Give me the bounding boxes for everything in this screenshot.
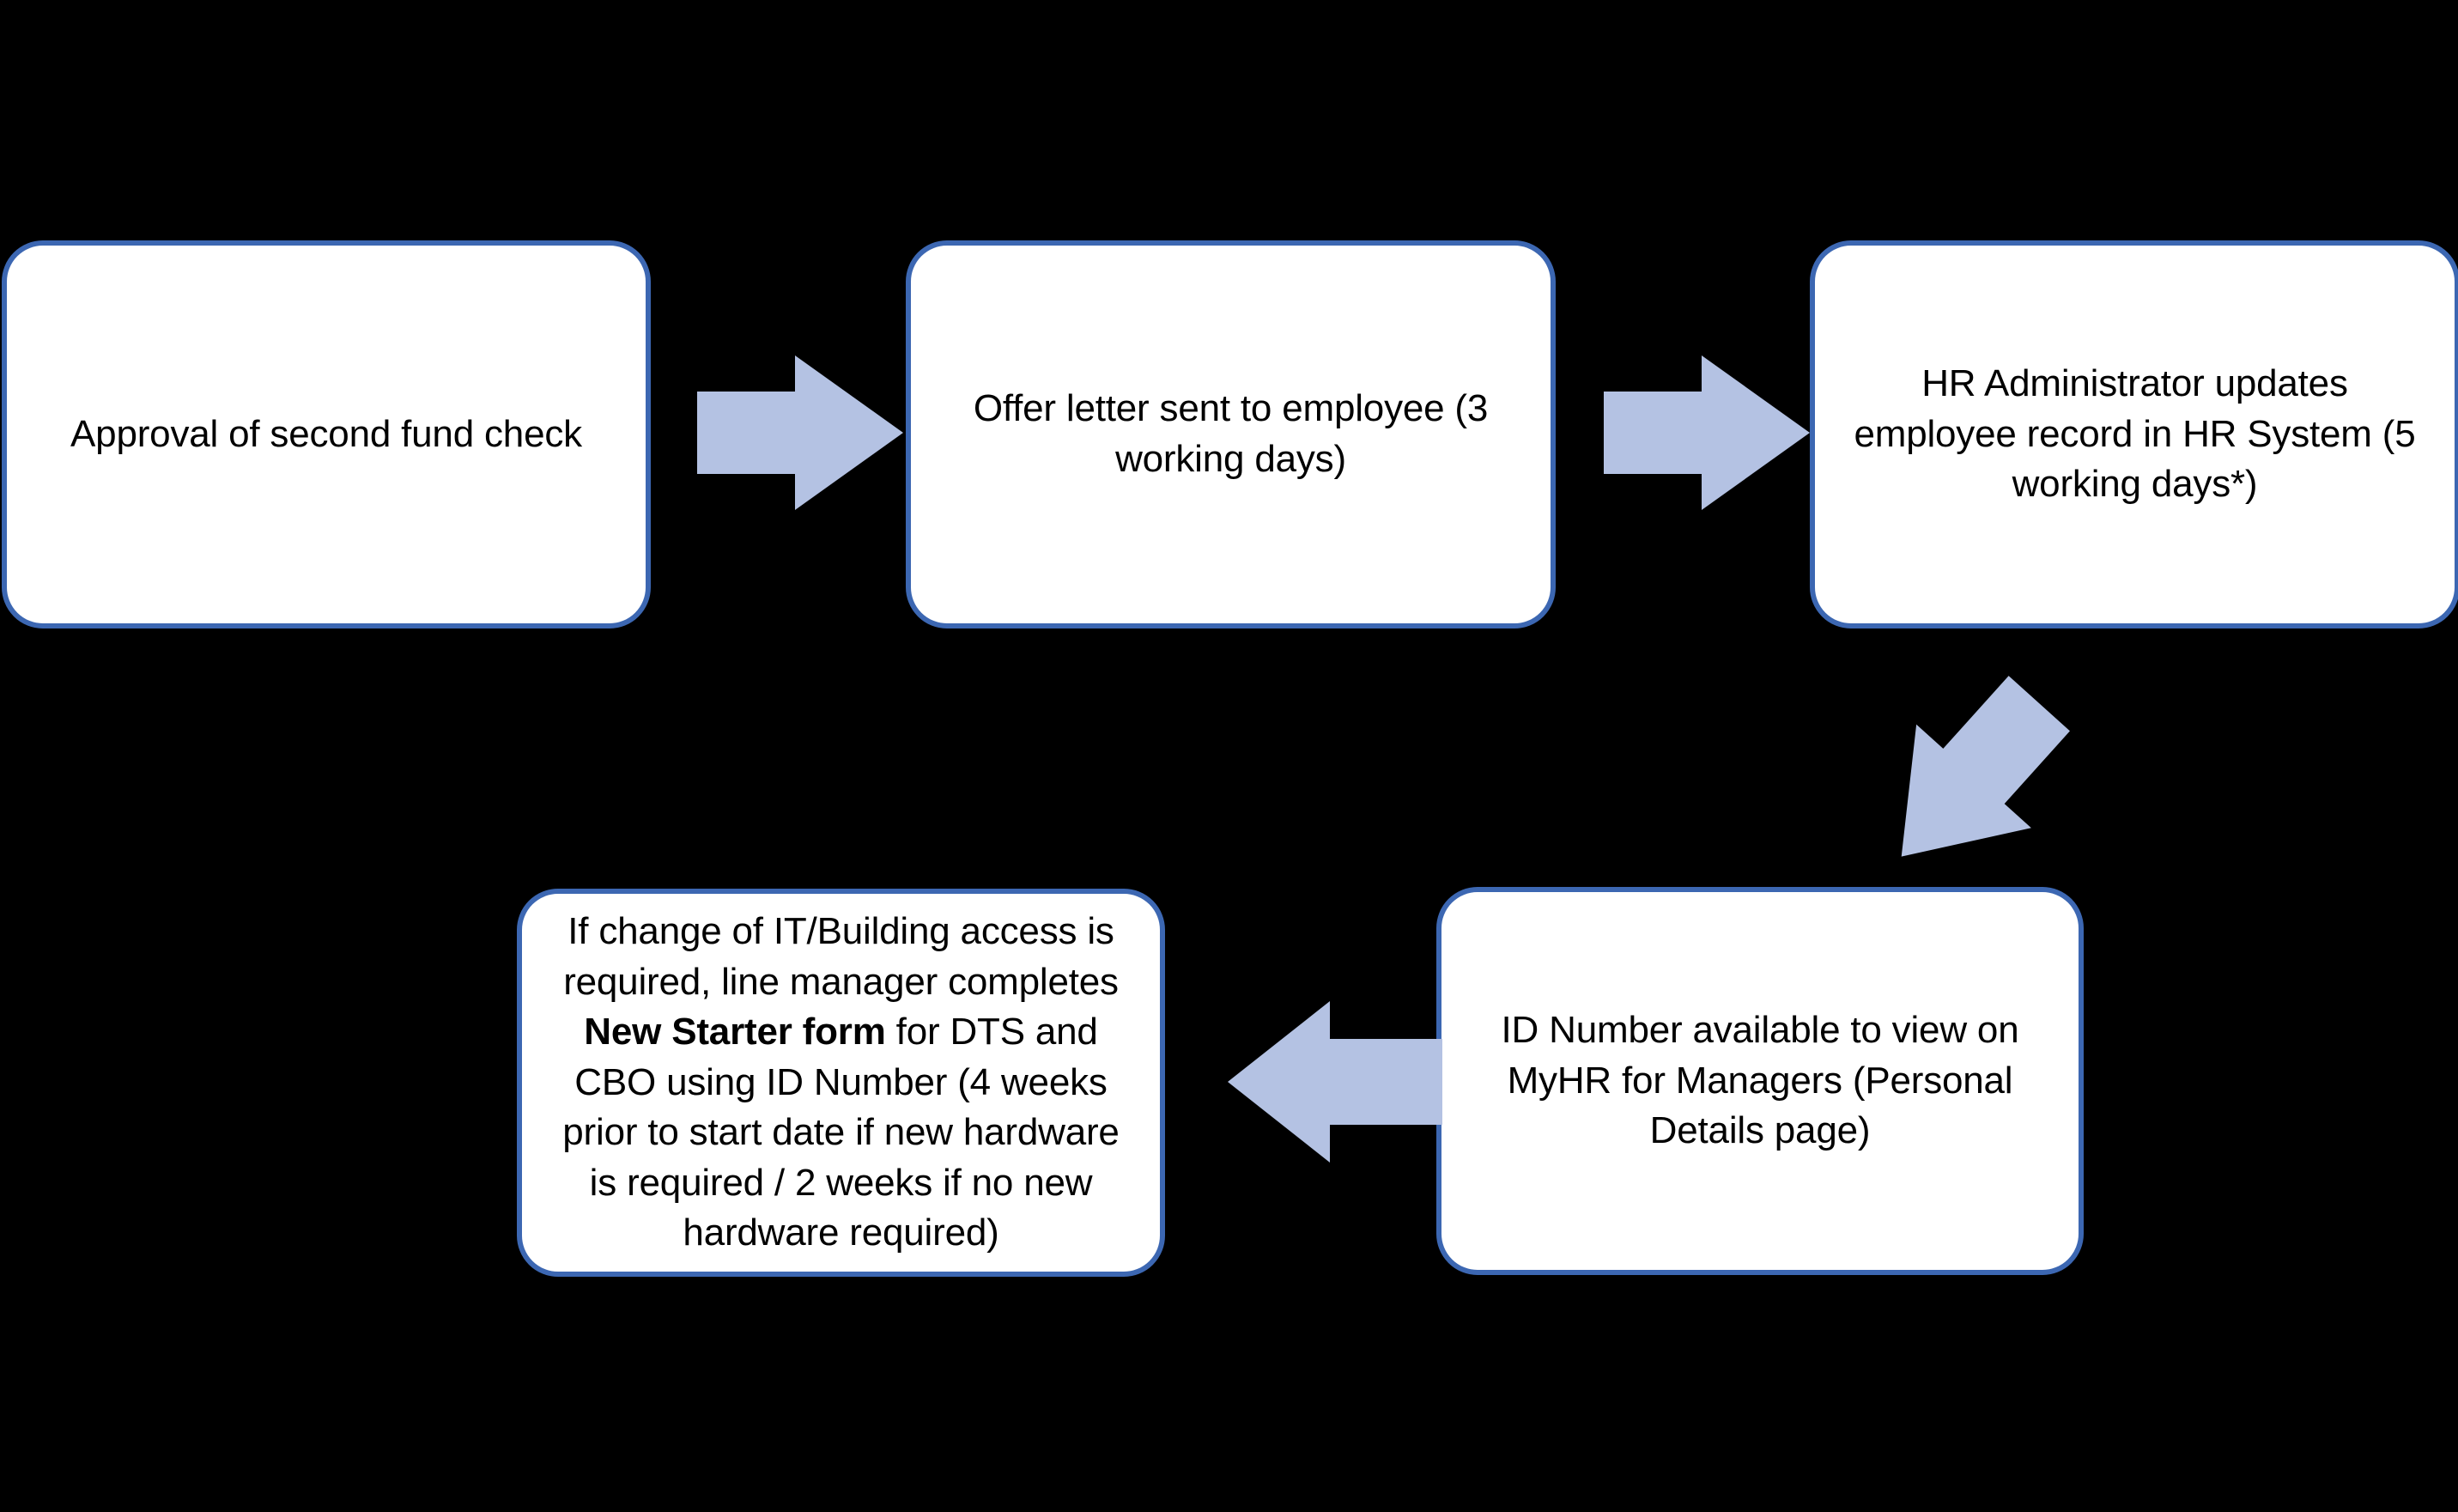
arrow-approval-to-offer-letter — [697, 347, 903, 519]
flow-node-offer-letter-sent[interactable]: Offer letter sent to employee (3 working… — [906, 240, 1556, 628]
arrow-offer-letter-to-hr-admin — [1604, 347, 1810, 519]
flow-node-label: HR Administrator updates employee record… — [1854, 362, 2416, 506]
flow-node-approval-of-second-fund-check[interactable]: Approval of second fund check — [2, 240, 651, 628]
flow-node-label: Approval of second fund check — [70, 412, 582, 455]
arrow-hr-admin-to-id-number — [1850, 653, 2091, 884]
flow-node-label: Offer letter sent to employee (3 working… — [973, 387, 1489, 480]
flow-node-hr-administrator-updates-record[interactable]: HR Administrator updates employee record… — [1810, 240, 2458, 628]
flow-node-id-number-available[interactable]: ID Number available to view on MyHR for … — [1436, 887, 2084, 1275]
flow-node-new-starter-form[interactable]: If change of IT/Building access is requi… — [517, 889, 1165, 1277]
arrow-id-number-to-new-starter — [1228, 992, 1442, 1172]
flow-node-label: If change of IT/Building access is requi… — [562, 910, 1120, 1254]
flow-node-label: ID Number available to view on MyHR for … — [1501, 1009, 2019, 1152]
